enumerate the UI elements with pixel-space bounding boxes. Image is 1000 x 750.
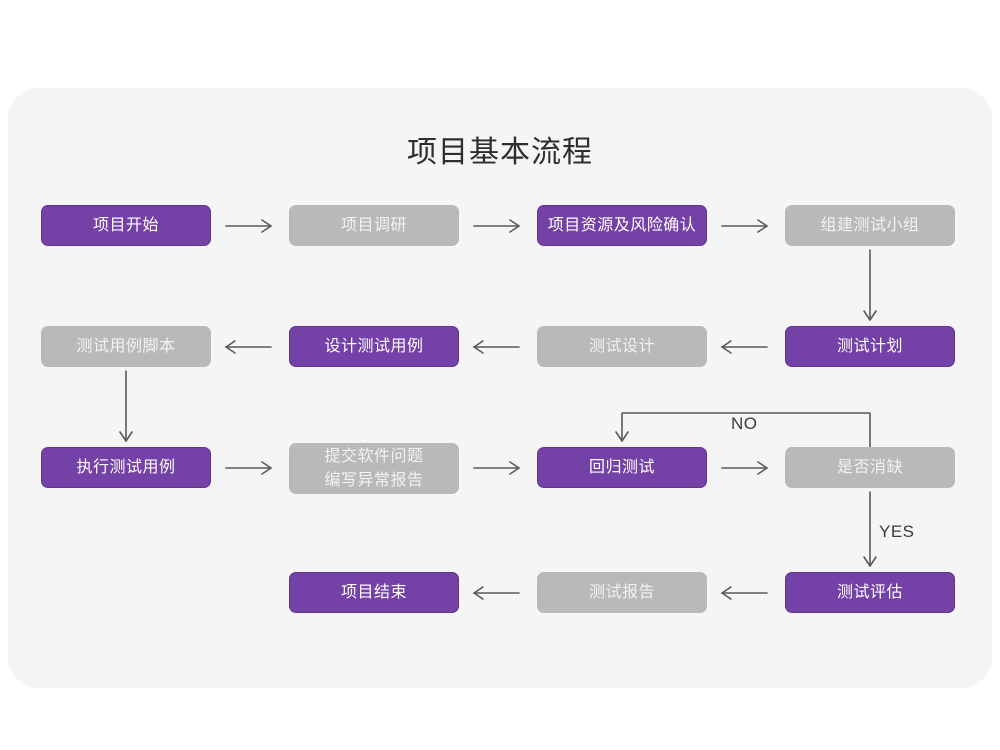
node-resource-risk-confirm[interactable]: 项目资源及风险确认 (537, 205, 707, 246)
node-test-design[interactable]: 测试设计 (537, 326, 707, 367)
edge-label-yes: YES (879, 522, 915, 541)
node-project-research[interactable]: 项目调研 (289, 205, 459, 246)
node-test-case-script[interactable]: 测试用例脚本 (41, 326, 211, 367)
node-test-report[interactable]: 测试报告 (537, 572, 707, 613)
node-test-evaluation[interactable]: 测试评估 (785, 572, 955, 613)
node-regression-test[interactable]: 回归测试 (537, 447, 707, 488)
node-defect-resolved-decision[interactable]: 是否消缺 (785, 447, 955, 488)
edge-label-no: NO (731, 414, 758, 433)
node-design-test-cases[interactable]: 设计测试用例 (289, 326, 459, 367)
page-title: 项目基本流程 (407, 136, 593, 169)
node-project-end[interactable]: 项目结束 (289, 572, 459, 613)
node-submit-defects-report[interactable]: 提交软件问题 编写异常报告 (289, 443, 459, 494)
node-project-start[interactable]: 项目开始 (41, 205, 211, 246)
node-test-plan[interactable]: 测试计划 (785, 326, 955, 367)
node-build-test-team[interactable]: 组建测试小组 (785, 205, 955, 246)
node-execute-test-cases[interactable]: 执行测试用例 (41, 447, 211, 488)
